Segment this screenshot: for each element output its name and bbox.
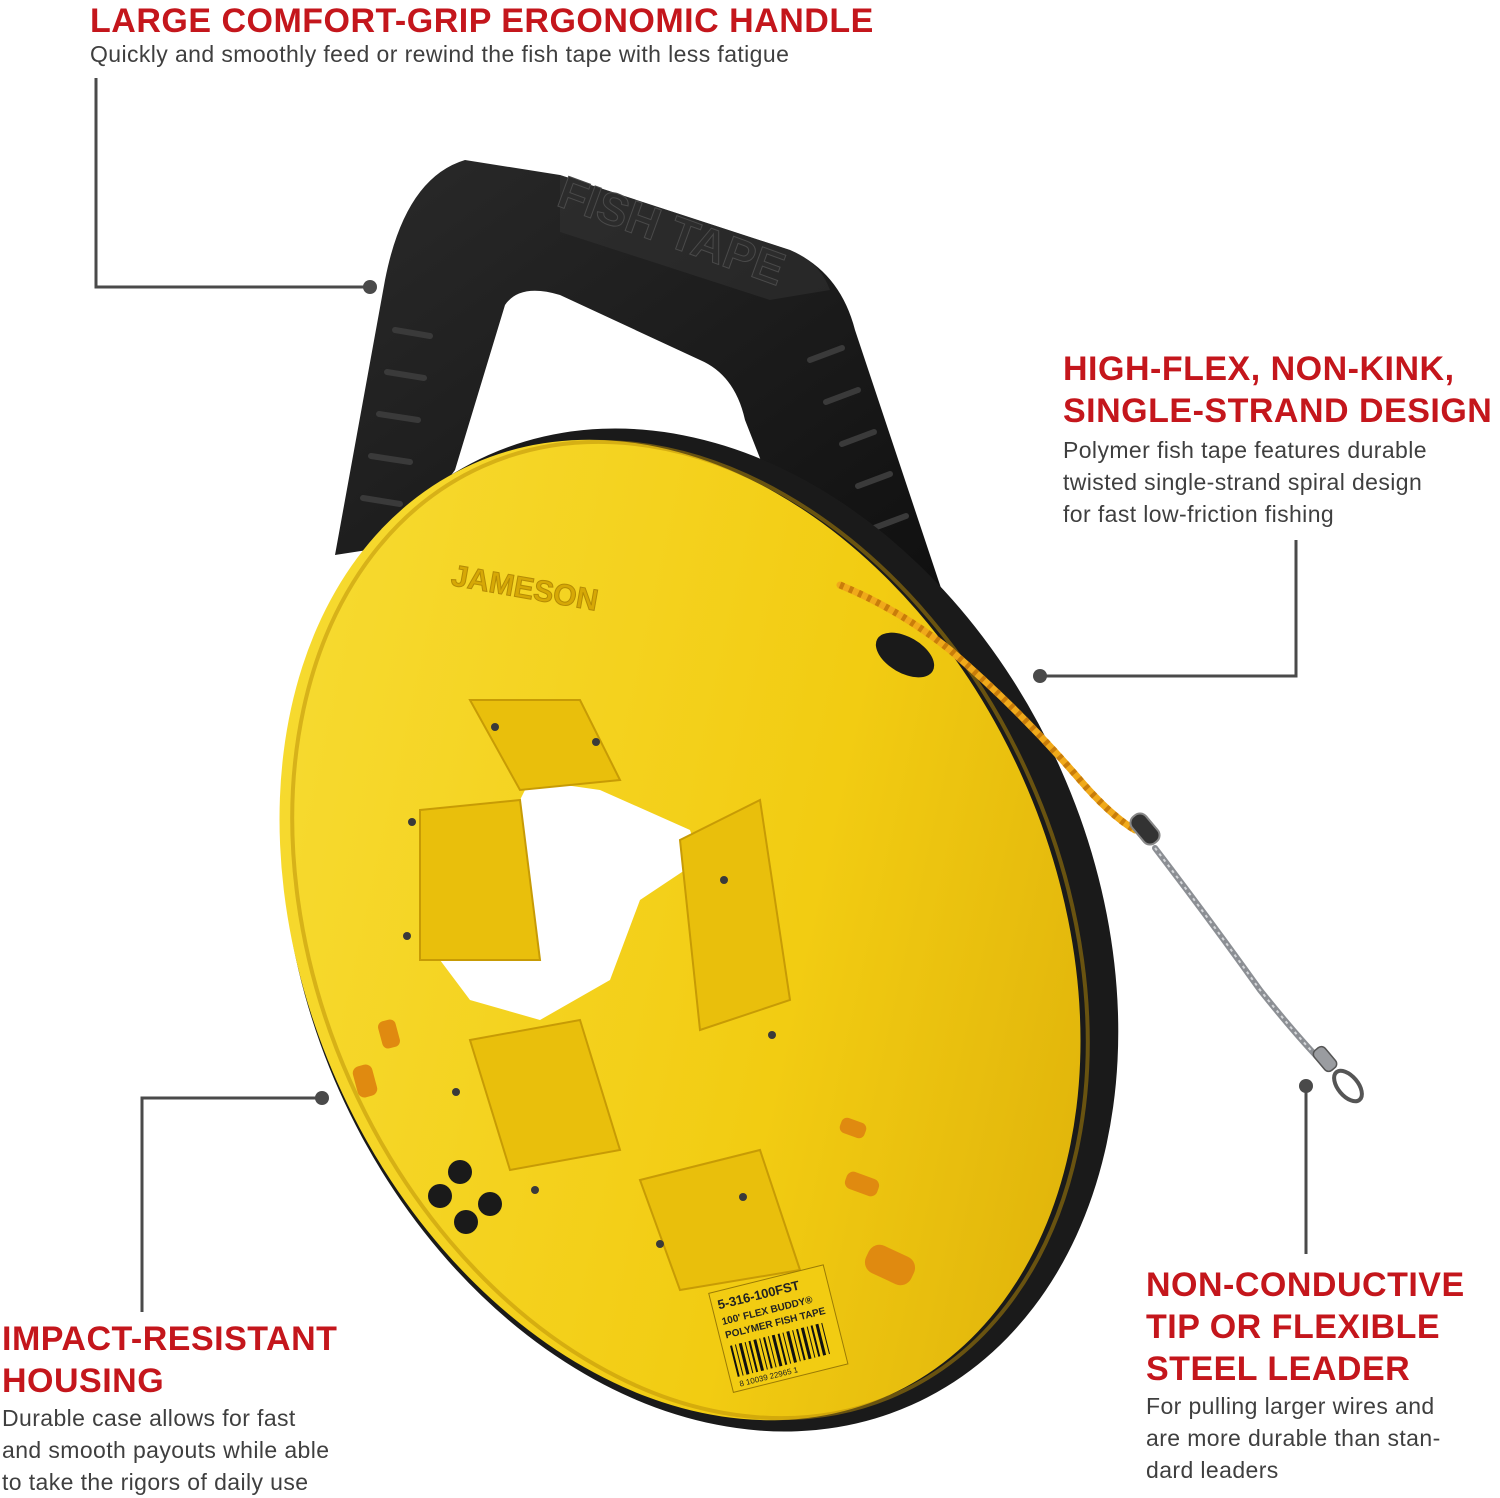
handle-connector-dot xyxy=(363,280,377,294)
callout-housing-desc-line3: to take the rigors of daily use xyxy=(2,1469,309,1495)
safety-icons xyxy=(428,1160,502,1234)
steel-leader xyxy=(1152,845,1328,1068)
callout-design-desc-line3: for fast low-friction fishing xyxy=(1063,501,1335,527)
swivel-tip xyxy=(1312,1045,1364,1104)
callout-design-heading-line2: SINGLE-STRAND DESIGN xyxy=(1063,392,1493,430)
callout-tip-desc-line3: dard leaders xyxy=(1146,1457,1279,1483)
handle-connector-line xyxy=(94,78,370,289)
callout-design-desc-line1: Polymer fish tape features durable xyxy=(1063,437,1427,463)
callout-design-heading-line1: HIGH-FLEX, NON-KINK, xyxy=(1063,350,1455,388)
callout-dots xyxy=(315,280,1313,1105)
callout-connectors xyxy=(94,78,1308,1312)
callout-handle-desc: Quickly and smoothly feed or rewind the … xyxy=(90,41,790,67)
barcode xyxy=(730,1322,830,1377)
callout-housing-heading-line2: HOUSING xyxy=(2,1362,165,1400)
callout-housing-desc-line2: and smooth payouts while able xyxy=(2,1437,330,1463)
design-connector-line xyxy=(1040,540,1298,678)
callout-tip-heading-line2: TIP OR FLEXIBLE xyxy=(1146,1308,1441,1346)
housing-connector-line xyxy=(140,1096,322,1312)
design-connector-dot xyxy=(1033,669,1047,683)
callout-handle: LARGE COMFORT-GRIP ERGONOMIC HANDLE Quic… xyxy=(90,0,874,70)
leader-ferrule xyxy=(1129,812,1161,846)
callout-design-desc-line2: twisted single-strand spiral design xyxy=(1063,469,1423,495)
housing-connector-dot xyxy=(315,1091,329,1105)
reel-housing: JAMESON 5-316-100FST 100' FLEX BUDDY® PO… xyxy=(279,439,1090,1421)
callout-tip: NON-CONDUCTIVE TIP OR FLEXIBLE STEEL LEA… xyxy=(1146,1264,1465,1486)
callout-tip-heading-line3: STEEL LEADER xyxy=(1146,1350,1411,1388)
callout-tip-heading-line1: NON-CONDUCTIVE xyxy=(1146,1266,1465,1304)
callout-housing: IMPACT-RESISTANT HOUSING Durable case al… xyxy=(2,1318,337,1498)
callout-tip-desc-line1: For pulling larger wires and xyxy=(1146,1393,1435,1419)
callout-housing-desc-line1: Durable case allows for fast xyxy=(2,1405,296,1431)
callout-design: HIGH-FLEX, NON-KINK, SINGLE-STRAND DESIG… xyxy=(1063,348,1492,530)
callout-tip-desc-line2: are more durable than stan- xyxy=(1146,1425,1441,1451)
tape-guide xyxy=(875,632,935,678)
tip-connector-dot xyxy=(1299,1079,1313,1093)
callout-housing-heading-line1: IMPACT-RESISTANT xyxy=(2,1320,338,1358)
callout-handle-heading: LARGE COMFORT-GRIP ERGONOMIC HANDLE xyxy=(90,2,874,40)
